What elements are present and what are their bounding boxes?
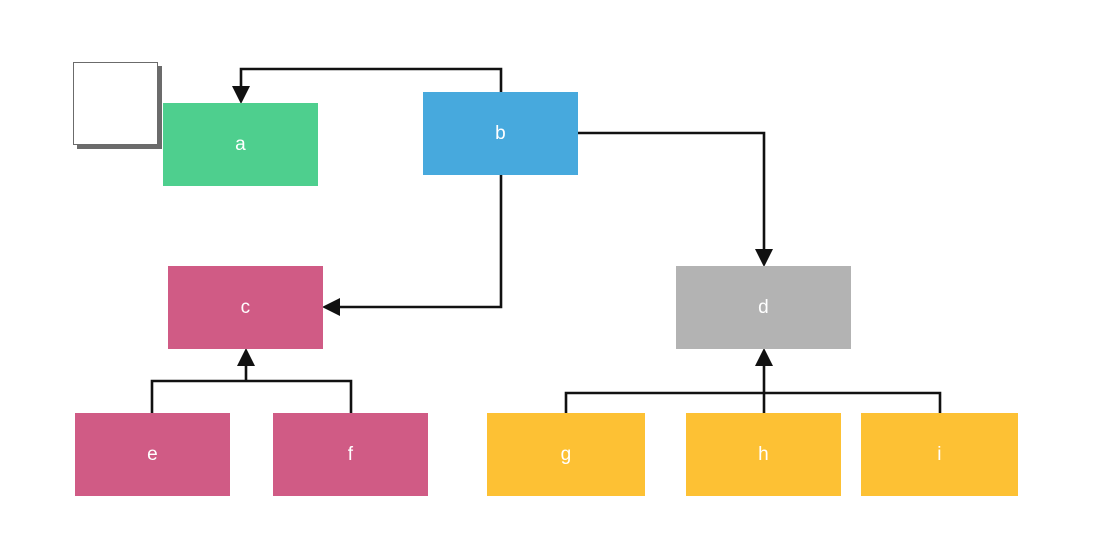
node-b[interactable]: b (423, 92, 578, 175)
node-e-label: e (147, 443, 158, 465)
node-c-label: c (240, 296, 251, 318)
edge-b-to-d (578, 131, 766, 262)
edge-i-to-d (764, 391, 942, 413)
node-d[interactable]: d (676, 266, 851, 349)
arrowhead-into-d-top (755, 249, 773, 267)
arrowhead-into-c-bottom (237, 348, 255, 366)
node-e[interactable]: e (75, 413, 230, 496)
edge-f-to-c (246, 379, 353, 413)
node-f-label: f (347, 443, 354, 465)
edge-b-to-c (329, 175, 503, 309)
node-h[interactable]: h (686, 413, 841, 496)
node-b-label: b (495, 122, 506, 144)
edge-e-to-c (150, 379, 246, 413)
node-g-label: g (560, 443, 572, 465)
arrowhead-into-a (232, 86, 250, 104)
node-placeholder[interactable] (73, 62, 158, 145)
edge-b-to-a (239, 67, 503, 101)
edge-g-to-d (564, 391, 764, 413)
node-h-label: h (758, 443, 769, 465)
arrowhead-into-c-right (322, 298, 340, 316)
node-a-label: a (235, 133, 246, 155)
arrowhead-into-d-bottom (755, 348, 773, 366)
node-i-label: i (937, 443, 942, 465)
node-f[interactable]: f (273, 413, 428, 496)
node-i[interactable]: i (861, 413, 1018, 496)
node-d-label: d (758, 296, 769, 318)
node-g[interactable]: g (487, 413, 645, 496)
node-a[interactable]: a (163, 103, 318, 186)
node-c[interactable]: c (168, 266, 323, 349)
